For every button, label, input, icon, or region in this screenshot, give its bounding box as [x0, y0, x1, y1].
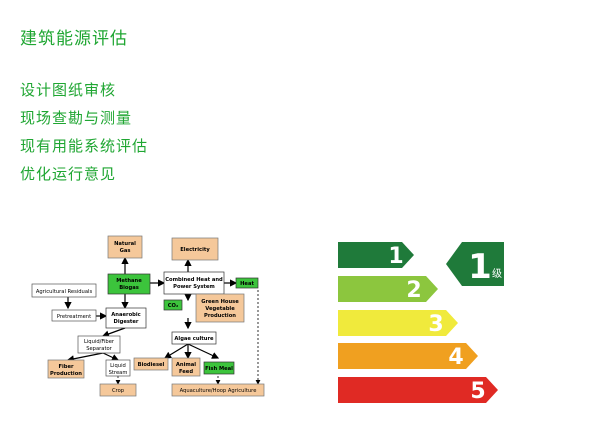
- svg-text:Biodiesel: Biodiesel: [138, 362, 165, 368]
- svg-text:Vegetable: Vegetable: [205, 306, 235, 312]
- grade-bar-1: 1: [338, 242, 414, 269]
- service-item-site-survey[interactable]: 现场查勘与测量: [20, 109, 133, 127]
- algae-culture-box: Algae culture: [171, 331, 217, 345]
- svg-text:Pretreatment: Pretreatment: [57, 314, 91, 320]
- svg-text:Electricity: Electricity: [180, 247, 210, 253]
- svg-text:CO₂: CO₂: [168, 303, 179, 309]
- service-item-optimization[interactable]: 优化运行意见: [20, 165, 117, 183]
- energy-efficiency-label: 1 2 3 4 5 1 级: [330, 222, 590, 412]
- heat-box: Heat: [235, 277, 259, 289]
- agricultural-residuals-box: Agricultural Residuals: [31, 283, 97, 298]
- aquaculture-box: Aquaculture/Hoop Agriculture: [171, 383, 265, 397]
- svg-text:Production: Production: [204, 313, 236, 319]
- svg-text:Green House: Green House: [201, 299, 239, 305]
- biodiesel-box: Biodiesel: [133, 357, 169, 371]
- service-list: 设计图纸审核 现场查勘与测量 现有用能系统评估 优化运行意见: [20, 80, 148, 192]
- svg-text:级: 级: [492, 268, 502, 280]
- grade-bar-3: 3: [338, 310, 458, 337]
- grade-bar-4: 4: [338, 343, 478, 370]
- fiber-production-box: Fiber Production: [47, 359, 85, 379]
- svg-text:Heat: Heat: [240, 281, 254, 287]
- svg-text:Agricultural Residuals: Agricultural Residuals: [36, 289, 93, 295]
- svg-text:Combined Heat and: Combined Heat and: [165, 277, 223, 283]
- svg-text:Crop: Crop: [112, 388, 125, 394]
- svg-text:Fish Meal: Fish Meal: [205, 366, 233, 372]
- svg-text:Separator: Separator: [86, 346, 112, 352]
- svg-text:1: 1: [468, 247, 492, 287]
- page-title: 建筑能源评估: [20, 29, 128, 49]
- service-item-system-assessment[interactable]: 现有用能系统评估: [20, 137, 149, 155]
- pretreatment-box: Pretreatment: [51, 309, 97, 322]
- svg-text:Methane: Methane: [116, 278, 142, 284]
- svg-text:Liquid/Fiber: Liquid/Fiber: [84, 339, 115, 345]
- svg-text:Digester: Digester: [114, 319, 139, 325]
- svg-text:Aquaculture/Hoop Agriculture: Aquaculture/Hoop Agriculture: [180, 388, 257, 394]
- methane-box: Methane Biogas: [107, 273, 151, 295]
- grade-bar-2: 2: [338, 276, 438, 303]
- electricity-box: Electricity: [171, 237, 219, 261]
- anaerobic-digester-box: Anaerobic Digester: [105, 307, 147, 329]
- biogas-flow-diagram: Natural Gas Electricity Methane Biogas C…: [28, 232, 272, 404]
- svg-text:Stream: Stream: [109, 370, 128, 376]
- svg-text:Biogas: Biogas: [119, 285, 139, 291]
- svg-text:1: 1: [388, 244, 403, 269]
- greenhouse-box: Green House Vegetable Production: [195, 293, 245, 323]
- natural-gas-box: Natural Gas: [107, 235, 143, 259]
- liquid-stream-box: Liquid Stream: [105, 359, 131, 377]
- svg-text:Algae culture: Algae culture: [174, 336, 214, 342]
- co2-box: CO₂: [163, 299, 183, 311]
- svg-text:Gas: Gas: [120, 248, 131, 254]
- svg-text:Feed: Feed: [179, 369, 193, 375]
- svg-text:Natural: Natural: [114, 241, 136, 247]
- svg-text:Power System: Power System: [173, 284, 215, 290]
- animal-feed-box: Animal Feed: [171, 357, 201, 377]
- grade-bar-5: 5: [338, 377, 498, 404]
- chp-box: Combined Heat and Power System: [163, 271, 225, 295]
- svg-text:2: 2: [406, 278, 421, 303]
- svg-text:Liquid: Liquid: [110, 363, 126, 369]
- svg-text:Production: Production: [50, 371, 82, 377]
- svg-text:5: 5: [470, 379, 485, 404]
- fish-meal-box: Fish Meal: [203, 361, 235, 375]
- grade-badge: 1 级: [446, 242, 504, 287]
- liquid-fiber-separator-box: Liquid/Fiber Separator: [77, 335, 121, 354]
- svg-text:Anaerobic: Anaerobic: [111, 312, 140, 318]
- svg-text:4: 4: [448, 345, 463, 370]
- svg-text:3: 3: [428, 312, 443, 337]
- service-item-drawing-review[interactable]: 设计图纸审核: [20, 81, 117, 99]
- svg-text:Animal: Animal: [176, 362, 196, 368]
- svg-text:Fiber: Fiber: [58, 364, 74, 370]
- crop-box: Crop: [99, 383, 137, 397]
